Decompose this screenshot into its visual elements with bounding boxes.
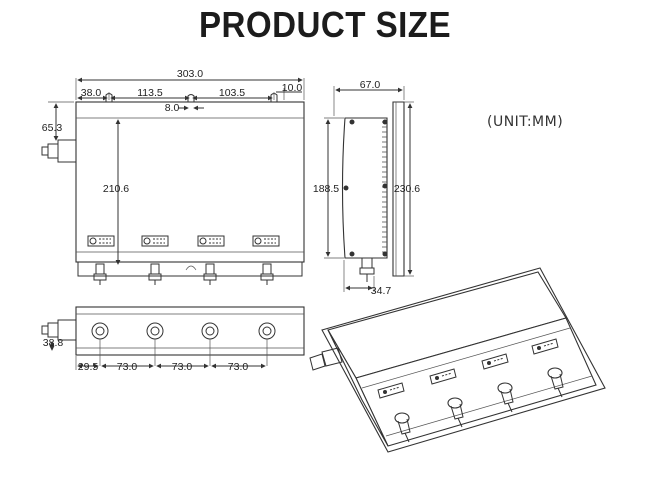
dim-body-height: 210.6 xyxy=(103,183,129,195)
connector-icon xyxy=(148,263,162,285)
dim-connector-height: 65.3 xyxy=(42,122,63,134)
status-label-2 xyxy=(141,235,169,247)
port-icon xyxy=(146,322,164,366)
dim-port-pitch-3: 73.0 xyxy=(228,361,249,373)
side-body-outline xyxy=(341,117,388,259)
port-icon xyxy=(91,322,109,366)
connector-icon xyxy=(93,263,107,285)
status-label-4 xyxy=(252,235,280,247)
unit-label: (UNIT:MM) xyxy=(487,114,564,130)
screw-icon xyxy=(349,119,355,125)
dim-mount-span-2: 103.5 xyxy=(219,87,245,99)
dim-outer-height: 230.6 xyxy=(394,183,420,195)
iso-status-label-3 xyxy=(481,353,509,370)
cable-gland-icon xyxy=(41,319,77,341)
bottom-view: 38.8 29.5 73.0 73.0 73.0 xyxy=(41,306,305,373)
dim-port-offset: 29.5 xyxy=(78,361,99,373)
iso-status-label-2 xyxy=(429,368,457,385)
dim-side-height: 38.8 xyxy=(43,337,64,349)
dim-bottom-depth: 34.7 xyxy=(371,285,392,297)
iso-status-label-4 xyxy=(531,338,559,355)
cable-gland-icon xyxy=(309,347,343,371)
front-body-outline xyxy=(75,101,305,263)
dim-inner-height: 188.5 xyxy=(313,183,339,195)
connector-icon xyxy=(547,367,564,398)
dim-port-pitch-1: 73.0 xyxy=(117,361,138,373)
front-bottom-flange xyxy=(77,261,303,277)
side-view: 67.0 188.5 230.6 34.7 xyxy=(313,79,420,297)
port-icon xyxy=(201,322,219,366)
status-label-3 xyxy=(197,235,225,247)
dim-left-offset: 38.0 xyxy=(81,87,102,99)
iso-status-label-1 xyxy=(377,382,405,399)
screw-icon xyxy=(349,251,355,257)
iso-left-face xyxy=(327,329,389,447)
dim-depth: 67.0 xyxy=(360,79,381,91)
connector-icon xyxy=(447,397,464,428)
screw-icon xyxy=(382,183,388,189)
screw-icon xyxy=(382,119,388,125)
screw-icon xyxy=(382,251,388,257)
cable-gland-icon xyxy=(41,139,77,163)
connector-icon xyxy=(260,263,274,285)
connector-icon xyxy=(359,257,375,282)
screw-icon xyxy=(343,185,349,191)
bottom-body-outline xyxy=(75,306,305,356)
dim-overall-width: 303.0 xyxy=(177,68,203,80)
isometric-view xyxy=(309,267,606,453)
port-icon xyxy=(258,322,276,366)
dim-port-pitch-2: 73.0 xyxy=(172,361,193,373)
dim-slot-width: 8.0 xyxy=(165,102,180,114)
status-label-1 xyxy=(87,235,115,247)
connector-icon xyxy=(394,412,411,443)
front-view: 303.0 38.0 113.5 103.5 10.0 8.0 65.3 210… xyxy=(41,68,305,285)
dim-mount-span-1: 113.5 xyxy=(137,87,163,99)
dim-right-offset: 10.0 xyxy=(282,82,303,94)
page-title: PRODUCT SIZE xyxy=(198,4,452,45)
connector-icon xyxy=(203,263,217,285)
connector-icon xyxy=(497,382,514,413)
